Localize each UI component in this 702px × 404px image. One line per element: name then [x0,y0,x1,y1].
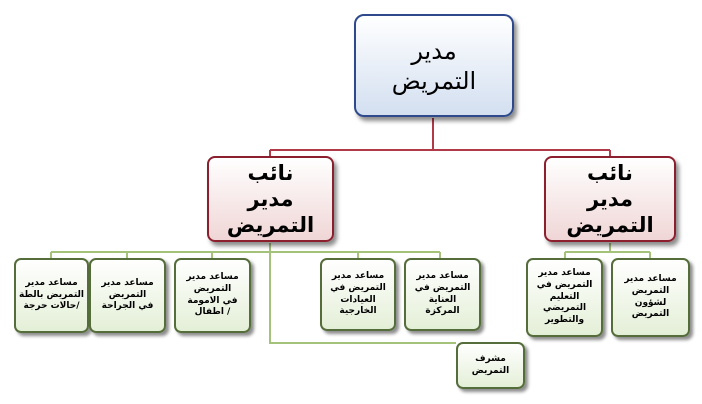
supervisor-node: مشرف التمريض [456,342,525,389]
director-node: مدير التمريض [354,14,514,117]
assistant-education-node: مساعد مدير التمريض في التعليم التمريضي و… [526,258,603,337]
assistant-surgery-node: مساعد مدير التمريض في الجراحة [89,258,166,333]
connector-supervisor [269,252,456,344]
connector-director-to-deputies [269,118,611,157]
assistant-emergency-node: مساعد مدير التمريض بالطة /حالات حرجة [14,258,89,333]
connector-right-deputy-children [564,243,651,258]
assistant-affairs-node: مساعد مدير التمريض لشؤون التمريض [611,258,690,337]
assistant-outpatient-node: مساعد مدير التمريض في العيادات الخارجية [320,258,396,331]
deputy-director-node-right: نائب مدير التمريض [544,156,676,242]
assistant-maternity-node: مساعد مدير التمريض في الامومة / اطفال [174,258,251,333]
deputy-director-node-left: نائب مدير التمريض [207,156,334,242]
assistant-icu-node: مساعد مدير التمريض في العناية المركزة [404,258,481,331]
connector-left-deputy-children [50,243,441,258]
